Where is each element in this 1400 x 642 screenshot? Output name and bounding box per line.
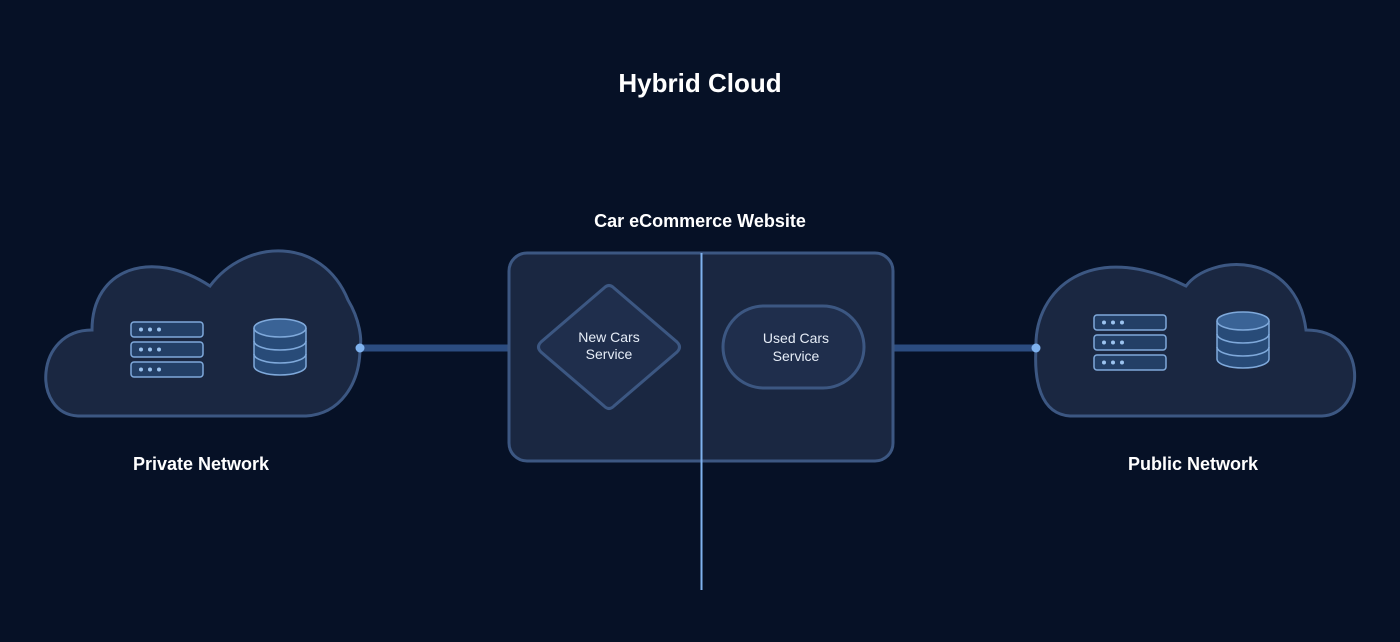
website-label: Car eCommerce Website xyxy=(594,211,806,231)
public-connector-endpoint xyxy=(1031,343,1041,353)
server-rack-icon xyxy=(1093,314,1167,371)
server-rack-icon xyxy=(130,321,204,378)
database-icon xyxy=(1216,311,1270,369)
used-cars-service-line2: Service xyxy=(773,348,820,364)
new-cars-service-node: New Cars Service xyxy=(537,284,681,410)
database-icon xyxy=(253,318,307,376)
private-network-cloud xyxy=(44,249,365,418)
public-network-cloud xyxy=(1031,263,1356,418)
used-cars-service-node: Used Cars Service xyxy=(721,304,866,390)
private-connector-endpoint xyxy=(355,343,365,353)
new-cars-service-line1: New Cars xyxy=(578,329,639,345)
public-network-label: Public Network xyxy=(1128,454,1259,474)
private-network-label: Private Network xyxy=(133,454,270,474)
diagram-title: Hybrid Cloud xyxy=(618,68,781,98)
new-cars-service-line2: Service xyxy=(586,346,633,362)
used-cars-service-line1: Used Cars xyxy=(763,330,829,346)
